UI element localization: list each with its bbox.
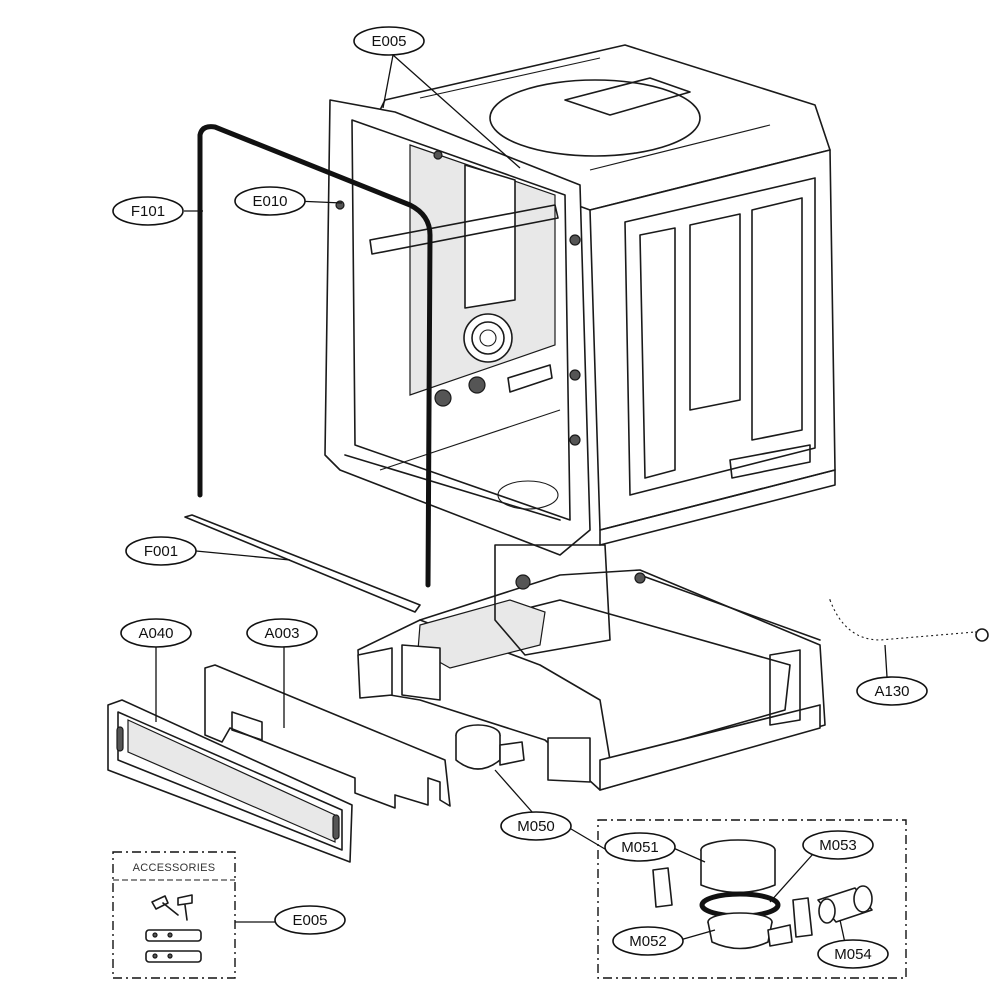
callout-a130: A130 — [856, 676, 928, 706]
callout-e005-top: E005 — [353, 26, 425, 56]
tub-cabinet — [324, 44, 836, 556]
callout-m052: M052 — [612, 926, 684, 956]
pump-subassembly-box — [597, 819, 907, 979]
drain-hose — [827, 598, 989, 644]
door-gasket — [197, 124, 433, 588]
callout-a040: A040 — [120, 618, 192, 648]
bracket-icon — [145, 929, 202, 963]
kick-plate-bracket — [204, 664, 451, 809]
drain-pump — [455, 724, 525, 770]
callout-label: M053 — [819, 837, 857, 854]
callout-label: M051 — [621, 839, 659, 856]
base-frame — [357, 544, 826, 791]
callout-f101: F101 — [112, 196, 184, 226]
callout-a003: A003 — [246, 618, 318, 648]
callout-label: F101 — [131, 203, 165, 220]
mounting-clip — [652, 867, 813, 938]
callout-label: M052 — [629, 933, 667, 950]
pump-motor — [700, 839, 776, 894]
callout-m053: M053 — [802, 830, 874, 860]
pump-housing — [707, 912, 793, 950]
callout-label: A003 — [264, 625, 299, 642]
kick-plate — [107, 699, 353, 863]
callout-label: M050 — [517, 818, 555, 835]
hose-connector — [817, 885, 873, 924]
callout-e010: E010 — [234, 186, 306, 216]
callout-f001: F001 — [125, 536, 197, 566]
lower-gasket — [184, 514, 421, 613]
callout-label: E005 — [292, 912, 327, 929]
callout-label: A040 — [138, 625, 173, 642]
screw-icon — [151, 894, 193, 921]
callout-label: E010 — [252, 193, 287, 210]
callout-m051: M051 — [604, 832, 676, 862]
callout-label: A130 — [874, 683, 909, 700]
callout-label: M054 — [834, 946, 872, 963]
accessories-title: ACCESSORIES — [133, 862, 216, 874]
callout-m050: M050 — [500, 811, 572, 841]
accessories-box: ACCESSORIES — [112, 851, 236, 979]
leader-lines — [155, 54, 888, 944]
callout-e005-accessories: E005 — [274, 905, 346, 935]
callout-label: F001 — [144, 543, 178, 560]
callout-m054: M054 — [817, 939, 889, 969]
callout-label: E005 — [371, 33, 406, 50]
